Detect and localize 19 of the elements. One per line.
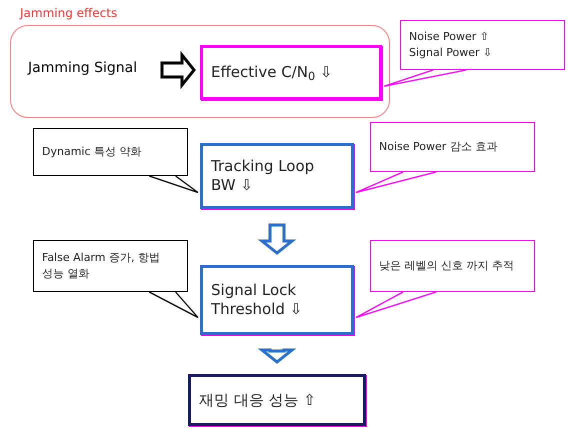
group-title: Jamming effects: [20, 5, 118, 22]
process-box: Signal Lock Threshold ⇩: [200, 265, 354, 335]
callout-tail: [148, 291, 199, 318]
process-box: 재밍 대응 성능 ⇧: [188, 374, 366, 426]
callout-box: Dynamic 특성 약화: [33, 128, 188, 176]
callout-box: 낮은 레벨의 신호 까지 추적: [370, 240, 535, 292]
signal-label: Jamming Signal: [28, 58, 148, 82]
callout-tail: [355, 291, 437, 318]
process-box: Tracking Loop BW ⇩: [200, 143, 354, 209]
block-arrow: [160, 50, 196, 90]
callout-box: False Alarm 증가, 항법 성능 열화: [33, 240, 188, 292]
block-arrow: [258, 348, 296, 364]
callout-tail: [355, 171, 437, 194]
callout-box: Noise Power 감소 효과: [370, 122, 535, 172]
callout-box: Noise Power ⇧ Signal Power ⇩: [400, 20, 565, 70]
block-arrow: [258, 224, 296, 255]
callout-tail: [383, 69, 467, 87]
callout-tail: [148, 175, 199, 194]
process-box: Effective C/N$_{0}$ ⇩: [200, 45, 382, 100]
